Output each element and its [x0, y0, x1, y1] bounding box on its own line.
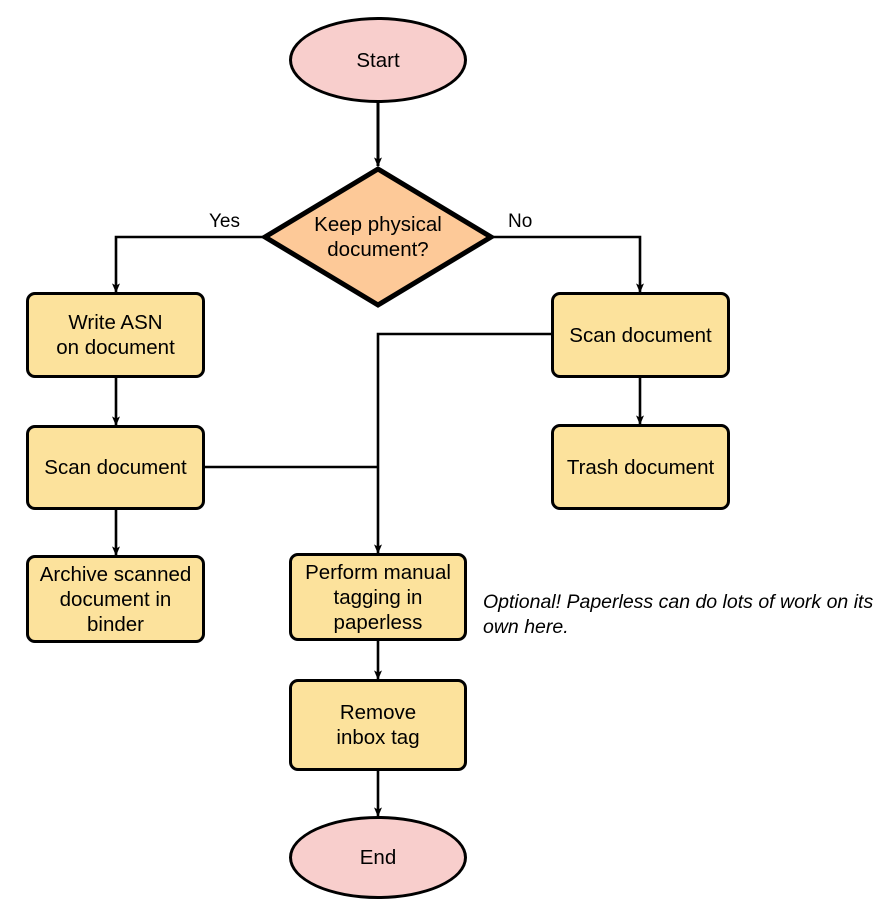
node-scan-document-left-label: Scan document	[44, 456, 187, 479]
node-scan-document-left[interactable]: Scan document	[26, 425, 205, 510]
edge-label-yes: Yes	[209, 211, 240, 232]
node-decision-keep-physical-document[interactable]: Keep physical document?	[262, 166, 494, 308]
node-perform-manual-tagging[interactable]: Perform manual tagging in paperless	[289, 553, 467, 641]
annotation-optional-note: Optional! Paperless can do lots of work …	[483, 591, 874, 638]
node-end[interactable]: End	[289, 816, 467, 899]
node-start[interactable]: Start	[289, 17, 467, 103]
node-archive-scanned-document-label: Archive scanned document in binder	[39, 562, 192, 636]
node-end-label: End	[359, 846, 397, 869]
node-remove-inbox-tag-label: Remove inbox tag	[336, 701, 420, 749]
node-perform-manual-tagging-label: Perform manual tagging in paperless	[305, 560, 451, 634]
diamond-shape	[262, 166, 494, 308]
edge-decision-no-to-scan-right	[492, 235, 644, 293]
edge-scan-right-to-tagging	[374, 332, 551, 554]
node-scan-document-right-label: Scan document	[569, 323, 712, 347]
node-remove-inbox-tag[interactable]: Remove inbox tag	[289, 679, 467, 771]
node-decision-label: Keep physical document?	[314, 213, 442, 261]
node-scan-document-right[interactable]: Scan document	[551, 292, 730, 378]
node-archive-scanned-document[interactable]: Archive scanned document in binder	[26, 555, 205, 643]
node-trash-document-label: Trash document	[566, 455, 715, 479]
edge-decision-yes-to-write-asn	[112, 235, 264, 293]
node-write-asn-label: Write ASN on document	[56, 311, 175, 359]
node-trash-document[interactable]: Trash document	[551, 424, 730, 510]
edge-label-no: No	[508, 211, 533, 232]
node-start-label: Start	[356, 48, 400, 72]
node-write-asn[interactable]: Write ASN on document	[26, 292, 205, 378]
